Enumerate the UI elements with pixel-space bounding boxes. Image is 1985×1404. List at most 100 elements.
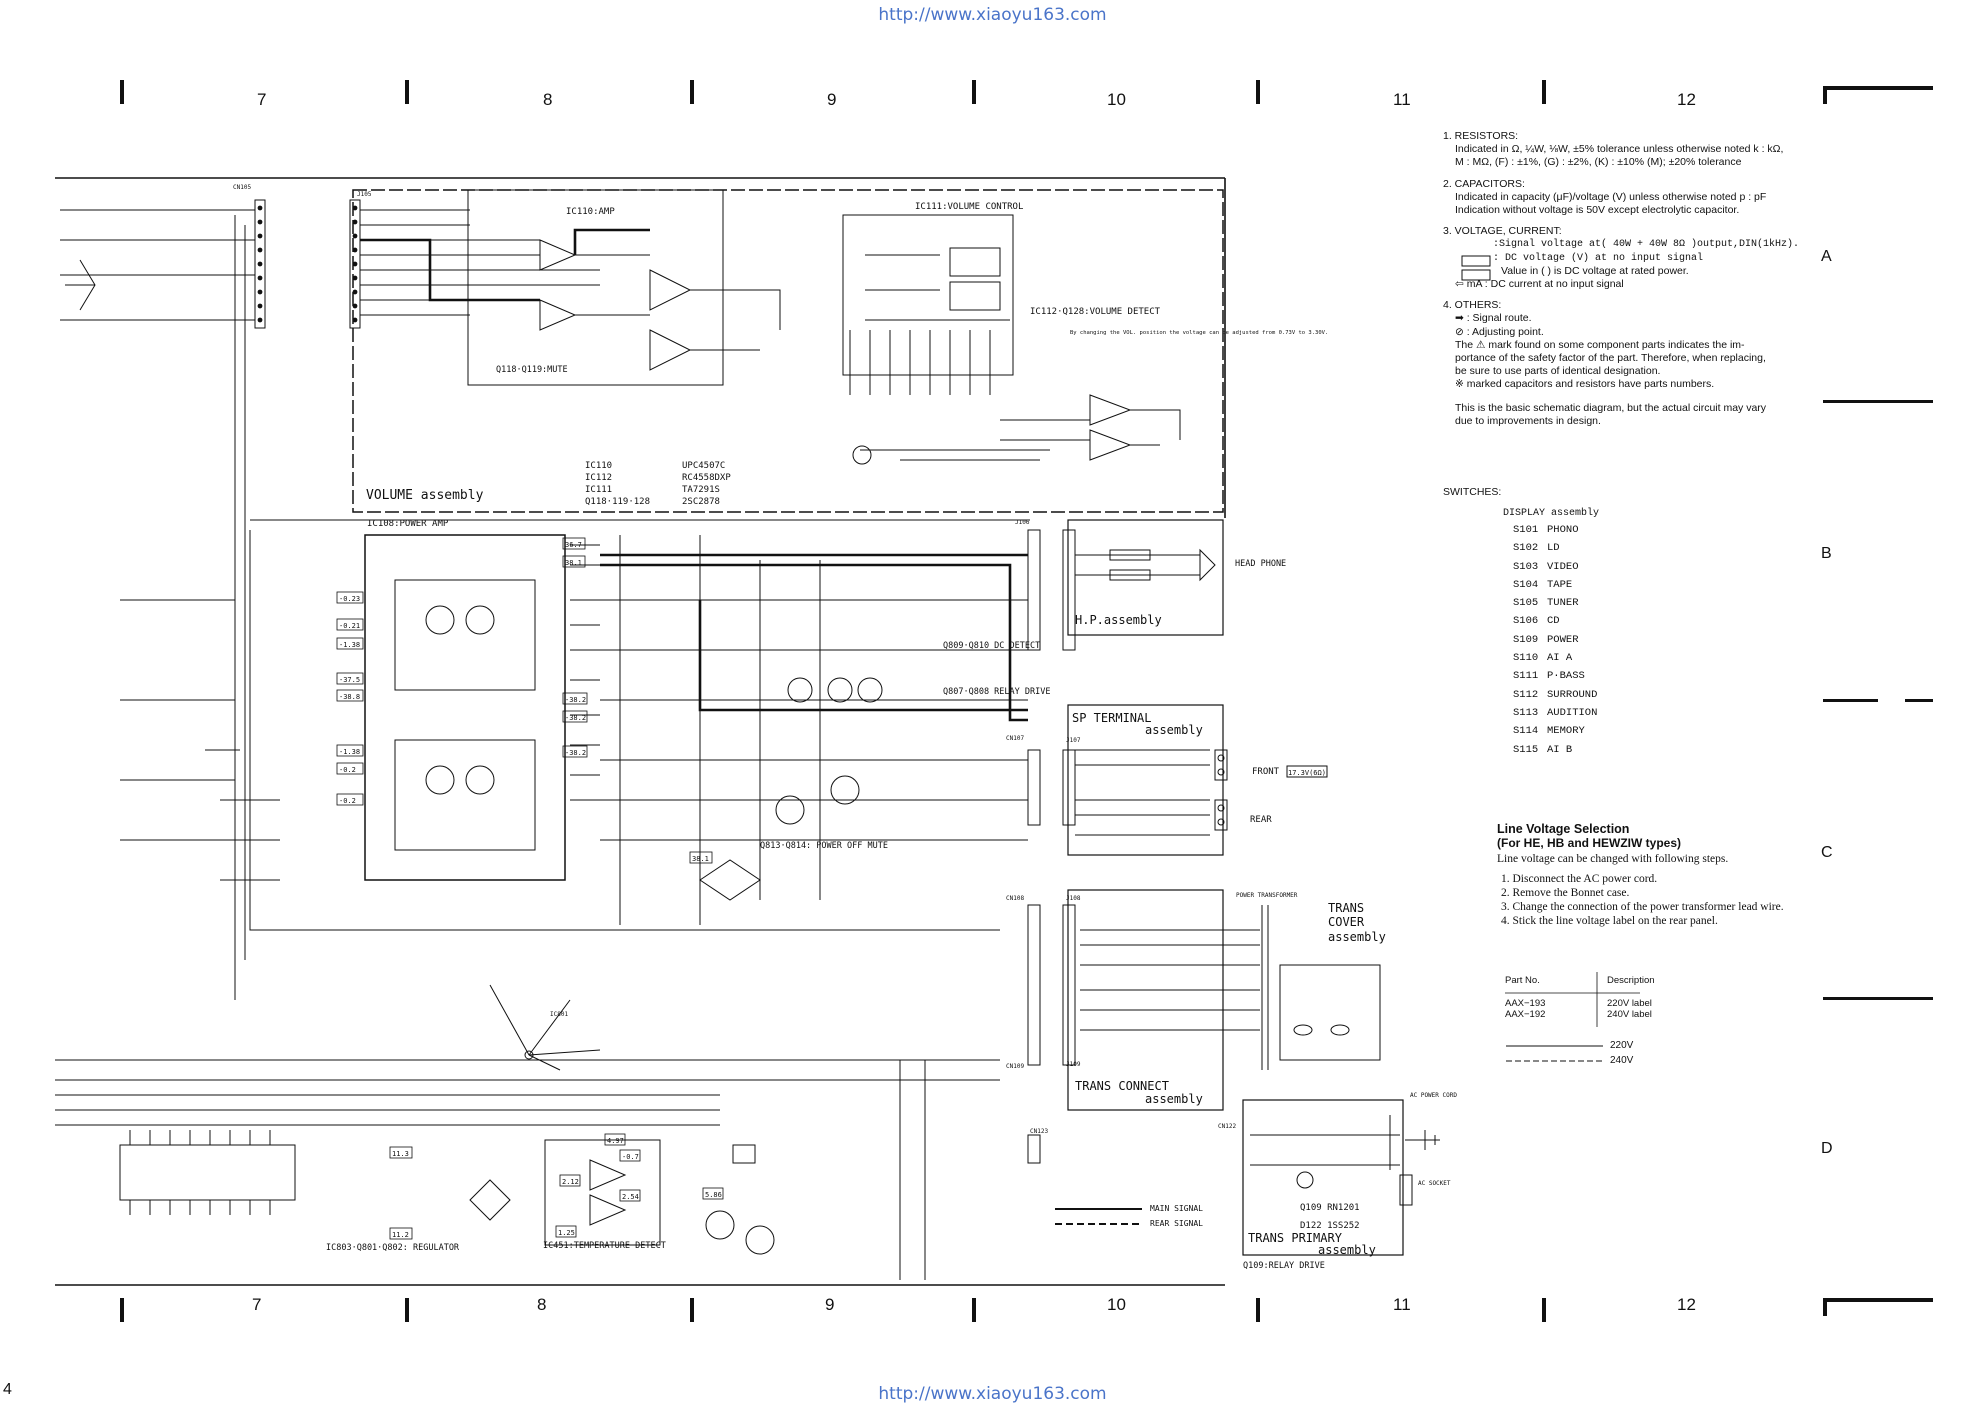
col-label: 9 bbox=[827, 90, 837, 109]
others-line-5: be sure to use parts of identical design… bbox=[1455, 365, 1661, 378]
j108-label: J108 bbox=[1066, 895, 1081, 902]
parts-description: 240V label bbox=[1607, 1009, 1652, 1020]
ic-list-ref-3: Q118·119·128 bbox=[585, 497, 650, 507]
voltage-values: 36.7 38.1 -0.23 -0.21 -1.38 -37.5 -38.8 … bbox=[336, 537, 724, 1240]
switch-ref: S103 bbox=[1513, 560, 1539, 573]
switch-name: AUDITION bbox=[1547, 706, 1598, 719]
volume-note: By changing the VOL. position the voltag… bbox=[1070, 330, 1328, 336]
switches-title: SWITCHES: bbox=[1443, 486, 1502, 498]
trans-connect-assembly-label: assembly bbox=[1145, 1092, 1203, 1106]
line-voltage-section: Line Voltage Selection (For HE, HB and H… bbox=[1497, 822, 1797, 928]
cn123-label: CN123 bbox=[1030, 1128, 1048, 1135]
voltage-value: 38.1 bbox=[692, 855, 709, 863]
ic108-power-amp-label: IC108:POWER AMP bbox=[367, 519, 449, 529]
col-label: 11 bbox=[1393, 90, 1411, 109]
voltage-value: -0.23 bbox=[339, 595, 360, 603]
voltage-value: -1.38 bbox=[339, 641, 360, 649]
ic-list-ref-2: IC111 bbox=[585, 485, 612, 495]
regulator-label: IC803·Q801·Q802: REGULATOR bbox=[326, 1243, 460, 1253]
others-line-1: ➡ : Signal route. bbox=[1455, 312, 1532, 325]
col-label: 7 bbox=[257, 90, 267, 109]
ic110-amp-label: IC110:AMP bbox=[566, 207, 615, 217]
voltage-value: -0.2 bbox=[339, 797, 356, 805]
others-line-3: The ⚠ mark found on some component parts… bbox=[1455, 338, 1745, 351]
switch-name: SURROUND bbox=[1547, 688, 1598, 701]
q118-mute-label: Q118·Q119:MUTE bbox=[496, 365, 568, 375]
line-voltage-intro: Line voltage can be changed with followi… bbox=[1497, 853, 1729, 865]
line-voltage-title: Line Voltage Selection bbox=[1497, 822, 1630, 836]
voltage-value: -0.21 bbox=[339, 622, 360, 630]
switch-ref: S105 bbox=[1513, 597, 1539, 610]
page-number: 4 bbox=[3, 1381, 12, 1398]
q109-relay-drive-label: Q109:RELAY DRIVE bbox=[1243, 1261, 1325, 1271]
line-voltage-subtitle: (For HE, HB and HEWZIW types) bbox=[1497, 836, 1681, 850]
sp-terminal-assembly-label: assembly bbox=[1145, 723, 1203, 737]
hp-assembly-box bbox=[1067, 519, 1224, 636]
parts-table: Part No. Description AAX−193 220V label … bbox=[1505, 975, 1655, 1066]
col-label: 8 bbox=[537, 1295, 547, 1314]
source-url-top[interactable]: http://www.xiaoyu163.com bbox=[878, 5, 1107, 25]
col-label: 12 bbox=[1677, 1295, 1696, 1314]
voltage-value: 11.2 bbox=[392, 1231, 409, 1239]
voltage-value: -38.2 bbox=[565, 749, 586, 757]
d122-part-label: D122 1SS252 bbox=[1300, 1221, 1360, 1231]
front-label: FRONT bbox=[1252, 767, 1280, 777]
others-title: 4. OTHERS: bbox=[1443, 299, 1502, 312]
ic-list-ref-0: IC110 bbox=[585, 461, 612, 471]
switch-ref: S113 bbox=[1513, 706, 1539, 719]
others-line-2: ⊘ : Adjusting point. bbox=[1455, 325, 1544, 338]
basic-line-2: due to improvements in design. bbox=[1455, 414, 1601, 427]
others-line-6: ※ marked capacitors and resistors have p… bbox=[1455, 378, 1715, 391]
switch-ref: S109 bbox=[1513, 633, 1539, 646]
ic112-volume-detect-label: IC112·Q128:VOLUME DETECT bbox=[1030, 307, 1161, 317]
basic-line-1: This is the basic schematic diagram, but… bbox=[1455, 401, 1767, 414]
voltage-value: -0.7 bbox=[622, 1153, 639, 1161]
sp-terminal-label: SP TERMINAL bbox=[1072, 711, 1151, 725]
line-voltage-steps: 1. Disconnect the AC power cord. 2. Remo… bbox=[1501, 872, 1797, 928]
cn107-label: CN107 bbox=[1006, 735, 1024, 742]
switch-ref: S115 bbox=[1513, 743, 1539, 756]
voltage-value: 2.12 bbox=[562, 1178, 579, 1186]
relay-drive-label: Q807·Q808 RELAY DRIVE bbox=[943, 687, 1050, 697]
q109-part-label: Q109 RN1201 bbox=[1300, 1203, 1360, 1213]
ac-socket-label: AC SOCKET bbox=[1418, 1180, 1451, 1187]
voltage-value: -38.2 bbox=[565, 714, 586, 722]
ic801-label: IC801 bbox=[550, 1011, 568, 1018]
switch-row: S113 AUDITION bbox=[1513, 707, 1743, 725]
voltage-line-3: Value in ( ) is DC voltage at rated powe… bbox=[1501, 264, 1689, 277]
parts-row: AAX−192 240V label bbox=[1505, 1009, 1655, 1020]
volume-assembly-box bbox=[352, 189, 1224, 513]
parts-part-no: AAX−192 bbox=[1505, 1009, 1546, 1020]
ic-list-part-2: TA7291S bbox=[682, 485, 720, 495]
grid-ticks bbox=[120, 80, 1933, 1322]
switch-ref: S104 bbox=[1513, 578, 1539, 591]
voltage-value: 5.86 bbox=[705, 1191, 722, 1199]
rear-label: REAR bbox=[1250, 815, 1272, 825]
switch-name: LD bbox=[1547, 542, 1560, 555]
trans-connect-label: TRANS CONNECT bbox=[1075, 1079, 1169, 1093]
parts-row: AAX−193 220V label bbox=[1505, 998, 1655, 1009]
trans-primary-label: TRANS PRIMARY bbox=[1248, 1231, 1343, 1245]
ac-power-cord-label: AC POWER CORD bbox=[1410, 1092, 1457, 1099]
j106-label-left: J106 bbox=[1015, 519, 1030, 526]
ic111-volume-control-label: IC111:VOLUME CONTROL bbox=[915, 202, 1023, 212]
voltage-line-1: :Signal voltage at( 40W + 40W 8Ω )output… bbox=[1493, 239, 1800, 251]
row-label: C bbox=[1821, 844, 1833, 861]
j109-label: J109 bbox=[1066, 1061, 1081, 1068]
resistors-line-2: M : MΩ, (F) : ±1%, (G) : ±2%, (K) : ±10%… bbox=[1455, 156, 1742, 169]
source-url-bottom[interactable]: http://www.xiaoyu163.com bbox=[878, 1384, 1107, 1404]
line-voltage-step: 1. Disconnect the AC power cord. bbox=[1501, 873, 1658, 885]
resistors-line-1: Indicated in Ω, ¼W, ⅛W, ±5% tolerance un… bbox=[1455, 143, 1784, 156]
